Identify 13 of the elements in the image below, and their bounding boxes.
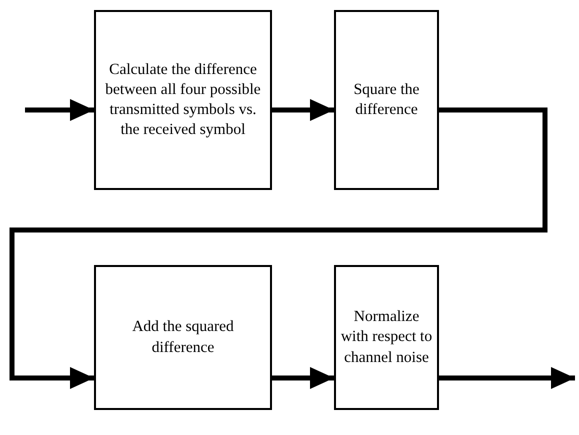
process-box [334,265,439,410]
arrow [10,108,548,389]
arrow [25,99,94,121]
box-text: Calculate the difference between all four possible transmitted symbols vs. the received symbol [104,60,262,140]
box-text: Normalize with respect to channel noise [340,307,433,368]
arrow [439,367,575,389]
process-box [94,10,272,190]
process-box [94,265,272,410]
box-text: Add the squared difference [131,317,235,358]
arrow [272,367,334,389]
arrow [272,99,334,121]
box-text: Square the difference [352,80,420,120]
process-box [334,10,439,190]
